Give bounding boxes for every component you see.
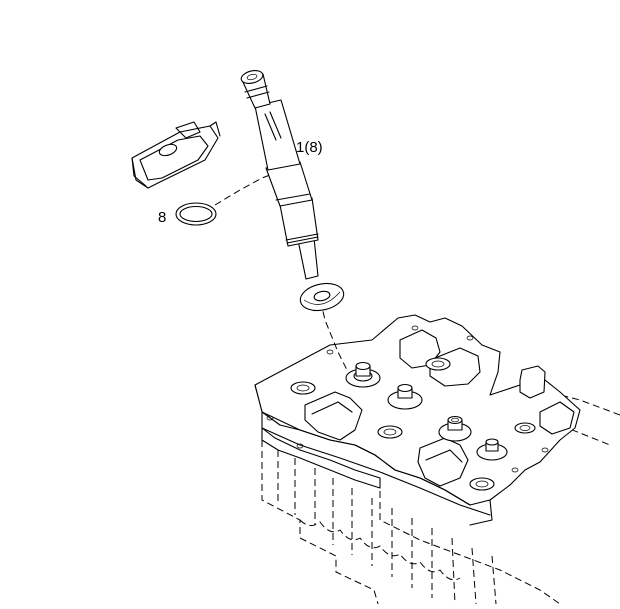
o-ring bbox=[175, 202, 217, 226]
injector-bore-4 bbox=[476, 438, 508, 461]
injector-bore-1 bbox=[345, 361, 381, 388]
sealing-washer bbox=[299, 282, 345, 312]
injector-clamp bbox=[131, 121, 221, 189]
cylinder-head-side-face bbox=[254, 384, 381, 489]
valve-seats bbox=[290, 357, 536, 491]
callout-injector: 1(8) bbox=[296, 139, 323, 156]
rocker-pad-4 bbox=[429, 347, 481, 387]
bolt-holes bbox=[266, 325, 549, 473]
callout-o-ring: 8 bbox=[158, 209, 166, 226]
rocker-pad-1 bbox=[304, 391, 363, 441]
cylinder-head bbox=[254, 314, 620, 605]
injector-bore-2 bbox=[387, 383, 423, 410]
injector-bore-3 bbox=[438, 415, 472, 442]
injector bbox=[240, 70, 319, 280]
right-boss bbox=[519, 365, 546, 399]
